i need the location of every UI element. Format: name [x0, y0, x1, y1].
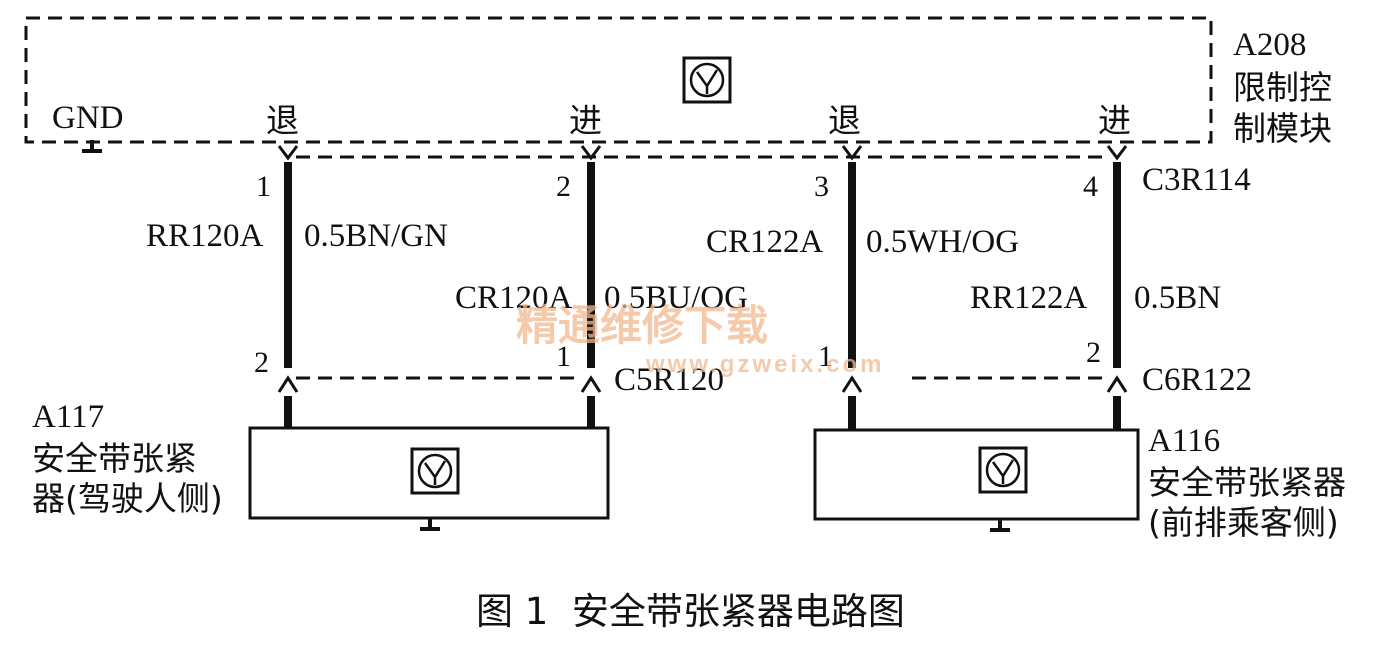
ground-icon — [420, 518, 440, 531]
watermark-url: www.gzweix.com — [645, 351, 885, 378]
wire-4-color-code: 0.5BN — [1134, 280, 1221, 316]
wire-1-pin-bottom: 2 — [254, 346, 269, 379]
wire-1-circuit: RR120A — [146, 218, 264, 254]
driver-pretensioner-id: A117 — [32, 399, 104, 435]
wire-3-color-code: 0.5WH/OG — [866, 224, 1019, 260]
wire-2-pin-bottom: 1 — [556, 340, 571, 373]
wire-2-color-code: 0.5BU/OG — [604, 280, 748, 316]
pretensioner-passenger-symbol-icon — [978, 446, 1028, 494]
wire-3-circuit: CR122A — [706, 224, 824, 260]
watermark-text: 精通维修下载 — [516, 301, 768, 350]
pretensioner-passenger-box — [813, 428, 1140, 521]
ground-icon — [82, 140, 102, 153]
module-name-line2: 制模块 — [1233, 109, 1332, 148]
figure-caption: 图 1 安全带张紧器电路图 — [476, 590, 905, 633]
direction-label-4: 进 — [1098, 101, 1131, 140]
wire-1-pin-top: 1 — [256, 170, 271, 203]
gnd-label: GND — [52, 100, 124, 136]
passenger-pretensioner-id: A116 — [1148, 423, 1220, 459]
passenger-pretensioner-name-line1: 安全带张紧器 — [1148, 463, 1346, 502]
wire-2 — [580, 145, 602, 428]
wire-4-circuit: RR122A — [970, 280, 1088, 316]
wire-2-pin-top: 2 — [556, 170, 571, 203]
control-module-box — [24, 16, 1213, 144]
wire-4-pin-top: 4 — [1083, 170, 1098, 203]
ground-icon — [990, 519, 1010, 532]
driver-pretensioner-name-line1: 安全带张紧 — [32, 439, 197, 478]
wire-1 — [277, 145, 299, 428]
connector-right-bottom-label: C6R122 — [1142, 362, 1252, 398]
wire-2-circuit: CR120A — [455, 280, 573, 316]
direction-label-3: 退 — [828, 101, 861, 140]
wire-3 — [841, 145, 863, 430]
module-name-line1: 限制控 — [1233, 68, 1332, 107]
pretensioner-driver-symbol-icon — [410, 447, 460, 495]
passenger-pretensioner-name-line2: (前排乘客侧) — [1148, 503, 1339, 542]
pretensioner-driver-box — [248, 426, 610, 520]
module-id: A208 — [1233, 27, 1306, 63]
wire-4 — [1106, 145, 1128, 430]
connector-left-bottom-label: C5R120 — [614, 362, 724, 398]
control-module-symbol-icon — [682, 56, 732, 104]
wire-3-pin-bottom: 1 — [818, 340, 833, 373]
direction-label-2: 进 — [569, 101, 602, 140]
wire-3-pin-top: 3 — [814, 170, 829, 203]
wire-1-color-code: 0.5BN/GN — [304, 218, 448, 254]
wire-4-pin-bottom: 2 — [1086, 336, 1101, 369]
driver-pretensioner-name-line2: 器(驾驶人侧) — [32, 479, 223, 518]
connector-top-label: C3R114 — [1142, 162, 1251, 198]
direction-label-1: 退 — [266, 101, 299, 140]
